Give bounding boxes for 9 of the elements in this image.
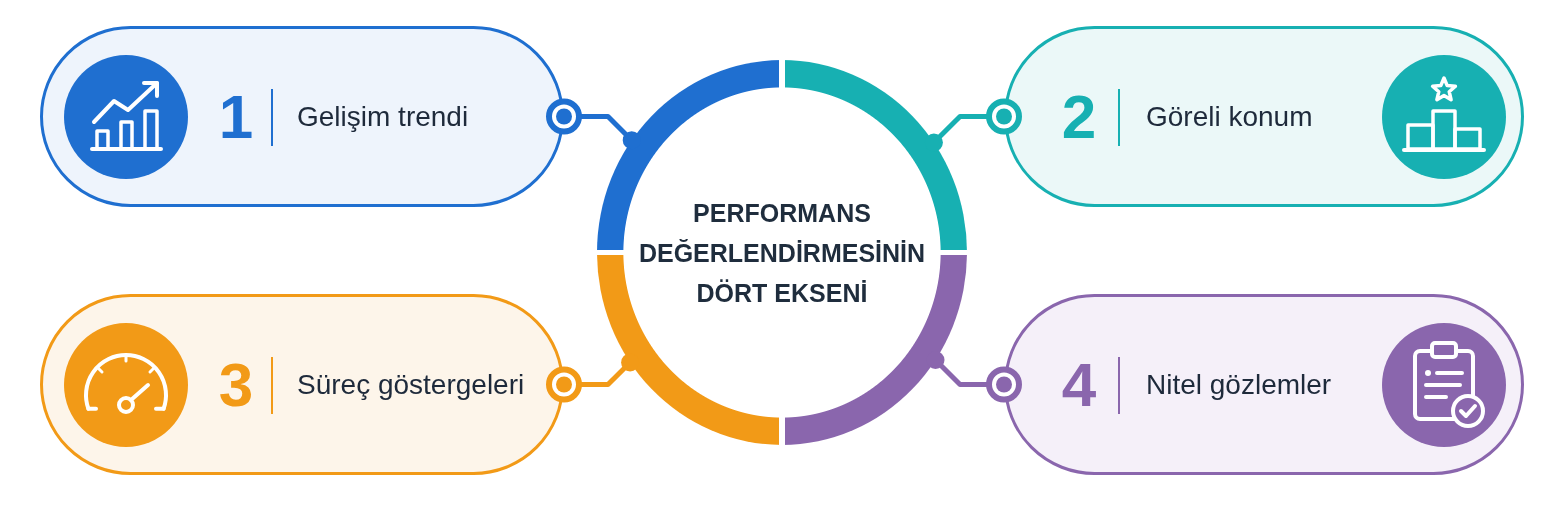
step-number: 2 xyxy=(1060,85,1098,148)
step-number: 4 xyxy=(1060,353,1098,416)
step-number: 1 xyxy=(217,85,255,148)
axis-label: Nitel gözlemler xyxy=(1146,367,1332,402)
axis-label: Gelişim trendi xyxy=(297,99,469,134)
step-number: 3 xyxy=(217,353,255,416)
axis-label: Göreli konum xyxy=(1146,99,1313,134)
axis-label: Süreç göstergeleri xyxy=(297,367,525,402)
circle-heading: PERFORMANS DEĞERLENDİRMESİNİN DÖRT EKSENİ xyxy=(637,197,927,309)
